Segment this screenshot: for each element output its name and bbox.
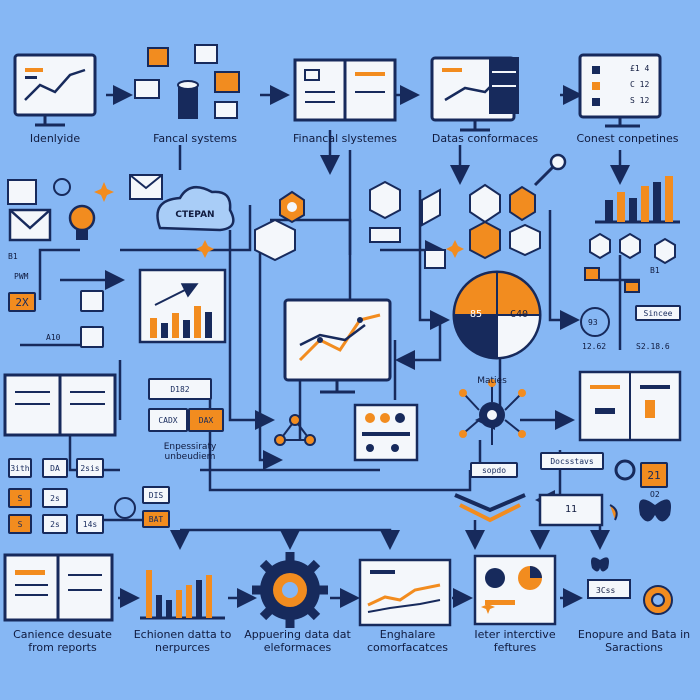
box-cadx: CADX xyxy=(148,408,188,432)
report-book-icon xyxy=(3,553,114,622)
grid-7: 2s xyxy=(42,514,68,534)
label-top-1: Idenlyide xyxy=(29,132,81,145)
tag-3css: 3Css xyxy=(596,586,616,595)
rank-1: £1 4 xyxy=(630,64,650,73)
left-book-icon xyxy=(3,373,117,437)
label-bottom-4: Enghalare comorfacatces xyxy=(366,628,448,654)
grid-1: 3ith xyxy=(8,458,32,478)
central-monitor-icon xyxy=(283,298,392,394)
tag-b1: B1 xyxy=(8,252,18,261)
grid-3: 2sis xyxy=(76,458,104,478)
gear-small-icon xyxy=(614,459,636,481)
bottom-bar-chart-icon xyxy=(140,570,225,620)
ranked-list-icon xyxy=(578,53,662,128)
label-bottom-3: Appuering data dat eleformaces xyxy=(244,628,351,654)
rank-3: S 12 xyxy=(630,96,650,105)
tag-93: 93 xyxy=(588,318,598,327)
tag-52186: S2.18.6 xyxy=(636,342,670,351)
box-dis: DIS xyxy=(142,486,170,504)
server-monitor-icon xyxy=(430,56,519,132)
envelope-icon xyxy=(7,174,163,242)
open-book-icon xyxy=(293,58,397,122)
butterfly-gear-icon xyxy=(587,557,673,615)
cloud-label: CTEPAN xyxy=(175,210,215,220)
rank-2: C 12 xyxy=(630,80,650,89)
label-top-3: Financal slystemes xyxy=(293,132,397,145)
tag-pwm: PWM xyxy=(14,272,29,281)
grid-6: S xyxy=(8,514,32,534)
box-sincee: Sincee xyxy=(635,305,681,321)
butterfly-icon xyxy=(639,499,671,522)
dashboard-panel-icon xyxy=(358,558,452,627)
label-maties: Maties xyxy=(477,376,507,386)
box-bat: BAT xyxy=(142,510,170,528)
tag-box-y xyxy=(80,326,104,348)
label-bottom-1: Canience desuate from reports xyxy=(13,628,112,654)
gear-icon xyxy=(252,552,328,628)
box-sopdo: sopdo xyxy=(470,462,518,478)
label-enpesity: Enpessiraty unbeudiem xyxy=(163,442,217,462)
lightbulb-icon xyxy=(68,204,96,240)
label-bottom-2: Echionen datta to nerpurces xyxy=(133,628,232,654)
folder-database-icon xyxy=(134,44,240,119)
label-top-4: Datas conformaces xyxy=(431,132,539,145)
label-bottom-5: Ieter interctive feftures xyxy=(474,628,556,654)
box-d182: D182 xyxy=(148,378,212,400)
interactive-panel-icon xyxy=(473,554,557,626)
grid-4: S xyxy=(8,488,32,508)
monitor-chart-icon xyxy=(13,53,97,127)
network-node-icon xyxy=(459,379,526,445)
panel-bar-chart-icon xyxy=(138,268,227,344)
cloud-icon xyxy=(156,185,235,232)
box-docs: Docsstavs xyxy=(540,452,604,470)
bar-chart-icon xyxy=(595,176,680,224)
label-bottom-6: Enopure and Bata in Saractions xyxy=(577,628,691,654)
pie-label-left: 85 xyxy=(470,309,483,320)
tag-a10: A10 xyxy=(46,333,61,342)
tag-b1-right: B1 xyxy=(650,266,660,275)
label-top-2: Fancal systems xyxy=(153,132,237,145)
tag-11: 11 xyxy=(565,504,578,515)
pie-label-right: C40 xyxy=(510,309,529,320)
box-dax: DAX xyxy=(188,408,224,432)
tag-2x: 2X xyxy=(8,292,36,312)
tag-o2: O2 xyxy=(650,490,660,499)
label-top-5: Conest conpetines xyxy=(576,132,679,145)
tag-1262: 12.62 xyxy=(582,342,607,351)
pie-chart-icon xyxy=(452,270,542,360)
cube-network-icon xyxy=(254,153,567,269)
grid-8: 14s xyxy=(76,514,104,534)
grid-2: DA xyxy=(42,458,68,478)
box-21: 21 xyxy=(640,462,668,488)
tag-box-x xyxy=(80,290,104,312)
grid-5: 2s xyxy=(42,488,68,508)
